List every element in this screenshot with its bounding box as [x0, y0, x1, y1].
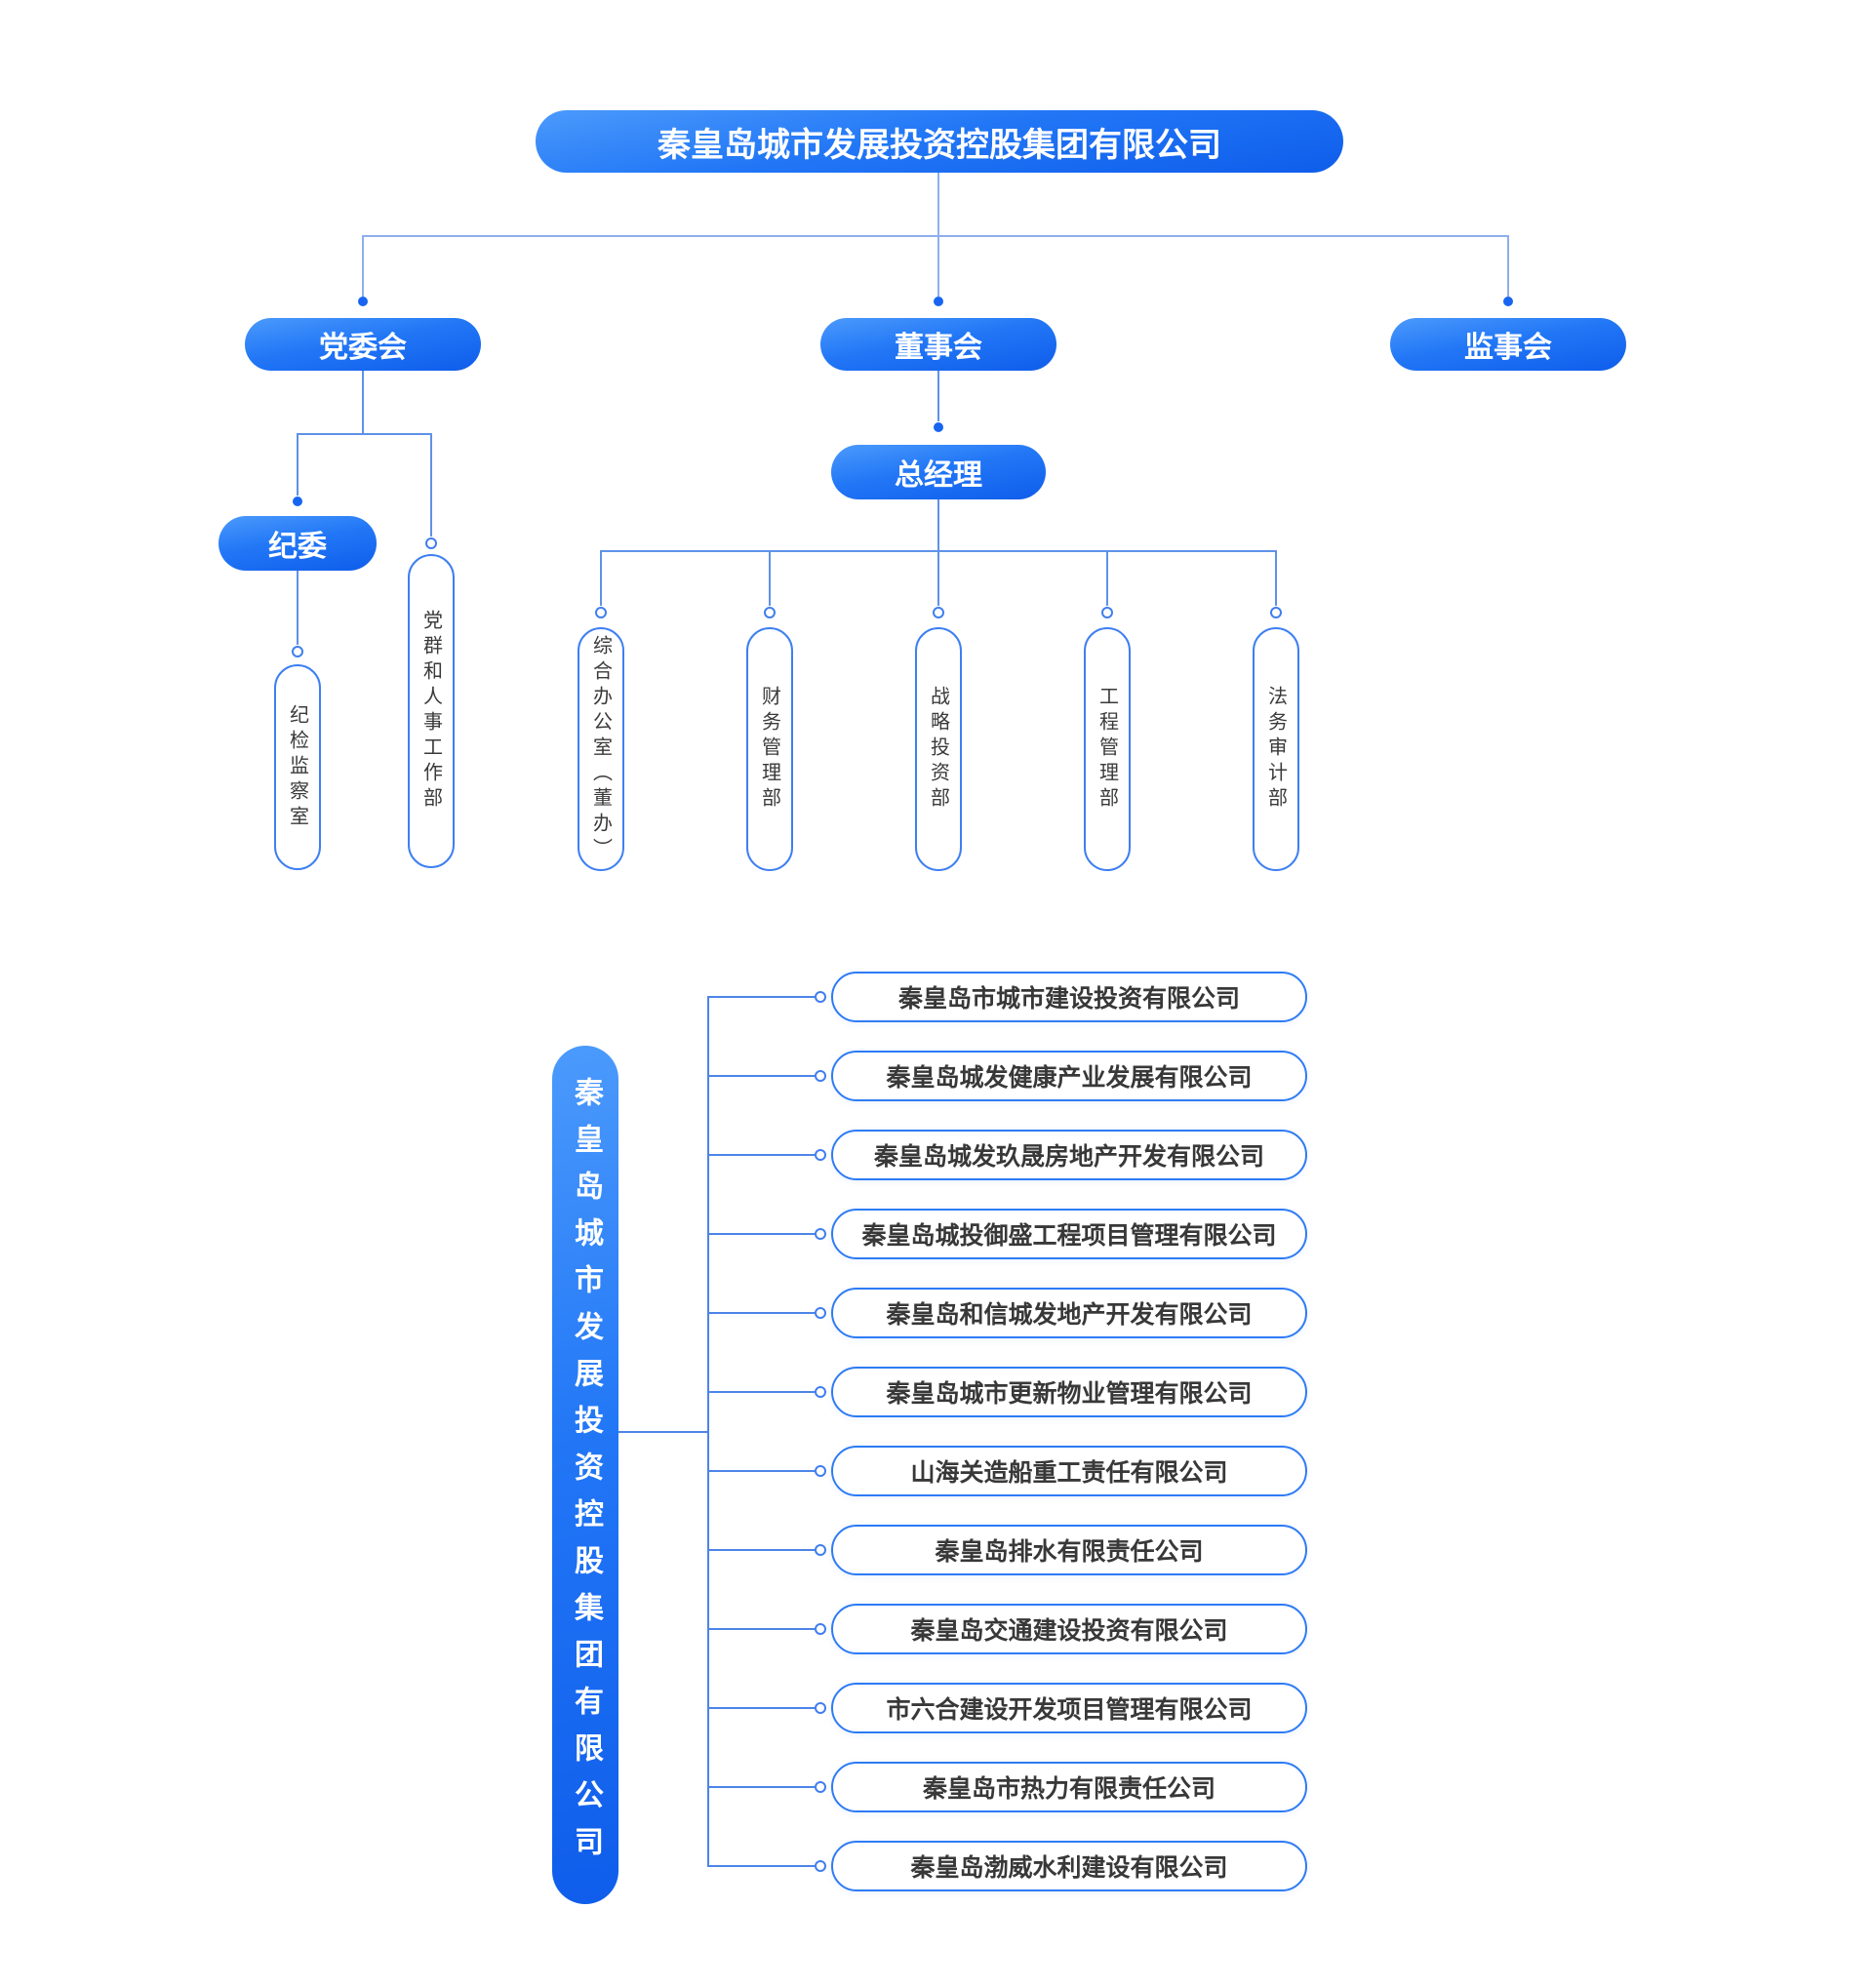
connector-line — [600, 550, 602, 606]
node-subsidiary: 秦皇岛城发健康产业发展有限公司 — [831, 1051, 1307, 1101]
node-subsidiary: 秦皇岛城投御盛工程项目管理有限公司 — [831, 1209, 1307, 1259]
connector-line — [769, 550, 771, 606]
connector-ring — [815, 1228, 826, 1240]
connector-line — [707, 1233, 815, 1235]
node-general-manager: 总经理 — [831, 445, 1046, 499]
node-dept-engineering: 工程管理部 — [1084, 627, 1131, 871]
node-supervisory-board: 监事会 — [1390, 318, 1626, 371]
connector-ring — [815, 1465, 826, 1477]
connector-line — [1275, 550, 1277, 606]
node-dept-legal-audit: 法务审计部 — [1253, 627, 1299, 871]
connector-line — [937, 173, 939, 236]
connector-line — [937, 235, 939, 297]
connector-line — [707, 1154, 815, 1156]
connector-ring — [815, 1386, 826, 1398]
connector-line — [707, 1707, 815, 1709]
connector-dot — [934, 297, 943, 306]
connector-ring — [815, 1070, 826, 1082]
node-subsidiary: 秦皇岛渤威水利建设有限公司 — [831, 1841, 1307, 1891]
node-dept-general-office: 综合办公室（董办） — [578, 627, 624, 871]
connector-line — [362, 235, 1509, 237]
connector-line — [707, 1628, 815, 1630]
node-party-committee: 党委会 — [245, 318, 481, 371]
connector-line — [362, 371, 364, 435]
connector-ring — [815, 1781, 826, 1793]
connector-line — [937, 550, 939, 606]
connector-line — [297, 433, 299, 496]
connector-line — [707, 996, 815, 998]
connector-ring — [425, 537, 437, 549]
connector-line — [707, 1470, 815, 1472]
connector-line — [618, 1431, 708, 1433]
node-discipline-inspection-office: 纪检监察室 — [274, 664, 321, 870]
connector-ring — [815, 1307, 826, 1319]
connector-line — [1507, 235, 1509, 297]
connector-line — [707, 1312, 815, 1314]
connector-dot — [934, 422, 943, 432]
node-dept-strategy-investment: 战略投资部 — [915, 627, 962, 871]
connector-ring — [815, 1544, 826, 1556]
node-subsidiary: 秦皇岛市热力有限责任公司 — [831, 1762, 1307, 1812]
connector-ring — [764, 607, 776, 618]
connector-ring — [815, 1702, 826, 1714]
connector-line — [297, 433, 432, 435]
node-subsidiary: 秦皇岛交通建设投资有限公司 — [831, 1604, 1307, 1654]
connector-ring — [1101, 607, 1113, 618]
node-group-holding: 秦皇岛城市发展投资控股集团有限公司 — [552, 1046, 618, 1904]
connector-line — [707, 1786, 815, 1788]
connector-ring — [815, 1623, 826, 1635]
connector-dot — [293, 497, 302, 506]
connector-line — [937, 371, 939, 421]
node-dept-finance: 财务管理部 — [746, 627, 793, 871]
node-party-masses-hr-dept: 党群和人事工作部 — [408, 554, 455, 868]
connector-ring — [1270, 607, 1282, 618]
connector-line — [430, 433, 432, 537]
connector-ring — [292, 646, 303, 657]
node-subsidiary: 秦皇岛城发玖晟房地产开发有限公司 — [831, 1130, 1307, 1180]
connector-line — [707, 1549, 815, 1551]
node-subsidiary: 市六合建设开发项目管理有限公司 — [831, 1683, 1307, 1733]
node-subsidiary: 秦皇岛城市更新物业管理有限公司 — [831, 1367, 1307, 1417]
node-subsidiary: 山海关造船重工责任有限公司 — [831, 1446, 1307, 1496]
connector-ring — [595, 607, 607, 618]
connector-line — [1106, 550, 1108, 606]
connector-ring — [815, 1149, 826, 1161]
node-subsidiary: 秦皇岛排水有限责任公司 — [831, 1525, 1307, 1575]
node-subsidiary: 秦皇岛和信城发地产开发有限公司 — [831, 1288, 1307, 1338]
node-subsidiary: 秦皇岛市城市建设投资有限公司 — [831, 972, 1307, 1022]
connector-dot — [358, 297, 368, 306]
connector-line — [362, 235, 364, 297]
connector-ring — [815, 1860, 826, 1872]
connector-ring — [815, 991, 826, 1003]
connector-line — [707, 997, 709, 1867]
connector-dot — [1503, 297, 1513, 306]
node-discipline-committee: 纪委 — [219, 516, 377, 571]
connector-line — [707, 1865, 815, 1867]
connector-line — [707, 1391, 815, 1393]
node-board-of-directors: 董事会 — [820, 318, 1056, 371]
node-group-root: 秦皇岛城市发展投资控股集团有限公司 — [536, 110, 1343, 173]
connector-line — [937, 499, 939, 551]
connector-line — [707, 1075, 815, 1077]
connector-ring — [933, 607, 944, 618]
connector-line — [297, 571, 299, 645]
